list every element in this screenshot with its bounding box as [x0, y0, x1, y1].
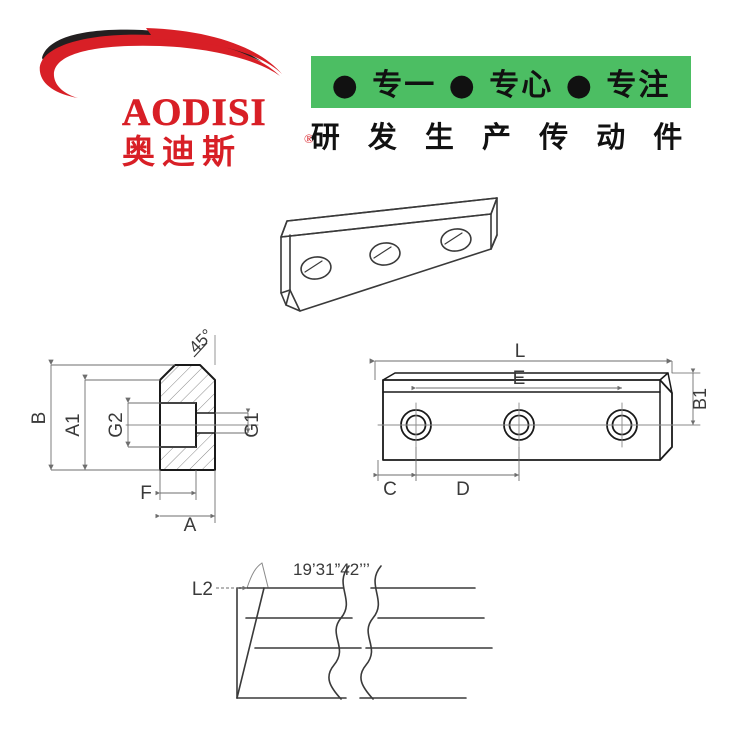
label-G2: G2 — [106, 412, 127, 437]
label-C: C — [383, 479, 397, 500]
isometric-view — [280, 197, 498, 312]
slogan-subtitle: 研 发 生 产 传 动 件 — [310, 120, 692, 154]
registered-trademark-icon: ® — [304, 131, 314, 146]
label-L: L — [515, 341, 526, 362]
brand-header: AODISI 奥迪斯 ® ● 专一 ● 专心 ● 专注 研 发 生 产 传 动 … — [0, 0, 750, 175]
slogan-banner: ● 专一 ● 专心 ● 专注 — [311, 56, 691, 108]
label-A: A — [184, 515, 197, 536]
label-D: D — [456, 479, 470, 500]
label-B: B — [29, 412, 50, 425]
angle-detail-view — [236, 562, 493, 700]
label-A1: A1 — [63, 413, 84, 436]
technical-drawing: 45° B A1 G2 G1 F A L E C D B1 19’31”42’’… — [29, 197, 710, 700]
company-logo: AODISI 奥迪斯 ® — [34, 28, 314, 171]
cross-section-view — [125, 364, 259, 471]
label-G1: G1 — [242, 412, 263, 437]
label-E: E — [513, 368, 526, 389]
label-F: F — [140, 483, 152, 504]
logo-chinese-text: 奥迪斯 — [122, 132, 242, 171]
label-B1: B1 — [690, 388, 710, 410]
side-elevation-view — [377, 372, 701, 461]
dimension-lines — [48, 335, 696, 591]
label-L2: L2 — [192, 579, 213, 600]
slogan-banner-text: ● 专一 ● 专心 ● 专注 — [331, 68, 671, 103]
label-detail-angle: 19’31”42’’’ — [293, 560, 370, 579]
dimension-labels: 45° B A1 G2 G1 F A L E C D B1 19’31”42’’… — [29, 325, 710, 600]
logo-swoosh-icon — [39, 28, 282, 98]
label-angle-45: 45° — [185, 325, 217, 357]
slogan-block: ● 专一 ● 专心 ● 专注 研 发 生 产 传 动 件 — [311, 56, 691, 161]
logo-latin-text: AODISI — [122, 91, 267, 135]
